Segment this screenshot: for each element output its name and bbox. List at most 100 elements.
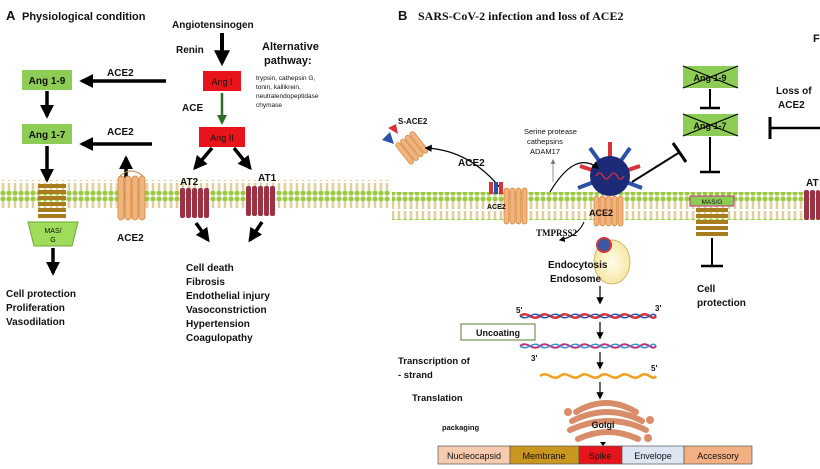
ace2-receptor-b-left xyxy=(489,182,528,225)
endosome-label: Endosome xyxy=(550,274,602,285)
outcome-right: Vasoconstriction xyxy=(186,305,267,316)
alt-enzyme-line: chymase xyxy=(256,102,282,109)
minus-3prime-label: 3' xyxy=(531,354,537,363)
cutoff-letter-top: F xyxy=(813,33,820,45)
at1-to-outcomes-arrow xyxy=(248,221,264,243)
ang1-label: Ang I xyxy=(211,77,232,87)
panel-b-title: SARS-CoV-2 infection and loss of ACE2 xyxy=(418,9,623,23)
serine-protease-line: Serine protease xyxy=(524,127,577,136)
outcome-right: Coagulopathy xyxy=(186,333,253,344)
ang1-box xyxy=(203,71,241,91)
ang2-label: Ang II xyxy=(210,133,234,143)
outcome-left: Cell protection xyxy=(6,289,76,300)
protein-membrane-label: Membrane xyxy=(522,451,565,461)
alternative-pathway-title-2: pathway: xyxy=(264,55,312,67)
at2-receptor: AT2 xyxy=(180,177,209,218)
cell-protection-label-2: protection xyxy=(697,298,746,309)
s-ace2-label: S-ACE2 xyxy=(398,117,428,126)
golgi-arrow xyxy=(600,442,606,446)
protein-spike-label: Spike xyxy=(589,451,612,461)
endosome-virion xyxy=(596,237,612,253)
alt-enzyme-line: trypsin, cathepsin G, xyxy=(256,75,315,82)
packaging-label: packaging xyxy=(442,423,480,432)
outcome-left: Proliferation xyxy=(6,303,65,314)
serine-protease-line: ADAM17 xyxy=(530,147,560,156)
ace2-label-membrane: ACE2 xyxy=(117,233,144,244)
golgi-apparatus xyxy=(564,400,654,442)
ace2-label-mid: ACE2 xyxy=(107,127,134,138)
ace-label: ACE xyxy=(182,103,203,114)
at1-label: AT1 xyxy=(258,173,277,184)
transcription-label-1: Transcription of xyxy=(398,356,471,367)
outcome-right: Hypertension xyxy=(186,319,250,330)
tmprss2-label: TMPRSS2 xyxy=(536,228,578,238)
translation-label: Translation xyxy=(412,393,463,404)
alt-enzyme-line: tonin, kallikrein, xyxy=(256,84,301,91)
endocytosis-label: Endocytosis xyxy=(548,260,608,271)
ang19-label-b: Ang 1-9 xyxy=(693,73,726,83)
translation-strand xyxy=(539,373,658,379)
shed-fragment-blue xyxy=(382,132,394,144)
serine-protease-line: cathepsins xyxy=(527,137,563,146)
uncoating-label: Uncoating xyxy=(476,328,520,338)
protein-nucleocapsid-label: Nucleocapsid xyxy=(447,451,501,461)
ang17-label: Ang 1-7 xyxy=(29,130,66,141)
alt-enzyme-line: neutralendopeptidase xyxy=(256,93,319,100)
loss-of-ace2-label-2: ACE2 xyxy=(778,100,805,111)
protein-accessory-label: Accessory xyxy=(697,451,739,461)
minus-strand-b xyxy=(519,343,657,349)
rna-3prime-label: 3' xyxy=(655,304,661,313)
viral-protein-bar: Nucleocapsid Membrane Spike Envelope Acc… xyxy=(437,445,753,465)
shed-fragment-red xyxy=(388,124,398,134)
at2-label: AT2 xyxy=(180,177,199,188)
mas-receptor-a: MAS/ G xyxy=(27,184,79,247)
ang17-box xyxy=(22,124,72,144)
ang19-label: Ang 1-9 xyxy=(29,76,66,87)
ace2-membrane-label-b: ACE2 xyxy=(487,204,506,211)
ang17-cross xyxy=(682,113,739,137)
mas-label-2: G xyxy=(50,237,55,244)
at1-receptor: AT1 xyxy=(246,173,277,216)
loss-of-ace2-label-1: Loss of xyxy=(776,86,812,97)
rna-5prime-label: 5' xyxy=(516,306,522,315)
renin-label: Renin xyxy=(176,45,204,56)
virus-inhibit-line xyxy=(631,151,681,183)
cutoff-at-label: AT xyxy=(806,178,819,189)
cell-protection-label-1: Cell xyxy=(697,284,716,295)
minus-5prime-label: 5' xyxy=(651,364,657,373)
alternative-pathway-title-1: Alternative xyxy=(262,41,319,53)
panel-b: B SARS-CoV-2 infection and loss of ACE2 … xyxy=(382,8,820,465)
tmprss2-arrow xyxy=(558,221,585,242)
g-protein-a xyxy=(27,221,79,247)
uncoating-box xyxy=(460,323,536,341)
protein-accessory xyxy=(683,445,753,465)
panel-a-title: Physiological condition xyxy=(22,11,146,23)
mas-label-b: MAS/G xyxy=(702,199,723,206)
golgi-label: Golgi xyxy=(592,420,615,430)
outcome-right: Endothelial injury xyxy=(186,291,270,302)
panel-a: A Physiological condition Angiotensinoge… xyxy=(0,8,390,344)
outcome-right: Cell death xyxy=(186,263,234,274)
mas-label-1: MAS/ xyxy=(44,228,61,235)
transcription-label-2: - strand xyxy=(398,370,433,381)
ace2-receptor-b-virus xyxy=(593,195,624,227)
ace2-receptor-a xyxy=(117,155,146,221)
at-receptor-cutoff: AT xyxy=(804,178,820,220)
mas-receptor-b: MAS/G xyxy=(689,195,735,236)
ang19-cross xyxy=(682,65,739,89)
ang2-box xyxy=(199,127,245,147)
outcome-left: Vasodilation xyxy=(6,317,65,328)
ang2-to-at1-arrow xyxy=(232,146,252,171)
ace2-label-top: ACE2 xyxy=(107,68,134,79)
sars-cov-2-virion xyxy=(549,142,643,196)
ace2-virus-label: ACE2 xyxy=(589,208,613,218)
shed-ace2 xyxy=(395,131,429,165)
ang17-label-b: Ang 1-7 xyxy=(693,121,726,131)
panel-a-letter: A xyxy=(6,8,16,23)
ang19-box xyxy=(22,70,72,90)
ace2-shed-label: ACE2 xyxy=(458,158,485,169)
protein-envelope-label: Envelope xyxy=(634,451,672,461)
at2-to-outcomes-arrow xyxy=(194,221,210,243)
